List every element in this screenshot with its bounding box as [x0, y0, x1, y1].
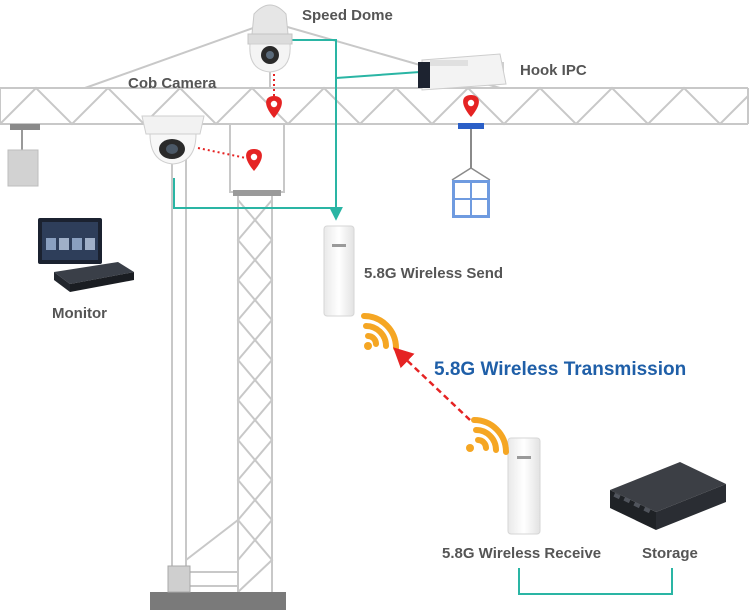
hook-ipc-camera: [418, 53, 507, 91]
location-pin-icon: [463, 95, 479, 117]
wifi-signal-icon: [361, 313, 399, 351]
monitor-label: Monitor: [52, 305, 107, 322]
counterweight: [7, 124, 40, 187]
speed-dome-camera: [247, 4, 293, 73]
wireless-arrow: [393, 347, 471, 421]
wireless-send-device: [323, 225, 355, 317]
storage-label: Storage: [642, 545, 698, 562]
location-pin-icon: [246, 149, 262, 171]
monitor-device: [38, 218, 134, 292]
cab-base: [233, 190, 281, 196]
speed-dome-label: Speed Dome: [302, 7, 393, 24]
storage-device: [610, 462, 726, 530]
hook-ipc-label: Hook IPC: [520, 62, 587, 79]
ground-base: [150, 592, 286, 610]
mast-foot: [167, 565, 191, 593]
wireless-send-label: 5.8G Wireless Send: [364, 265, 503, 282]
wired-links: [173, 39, 673, 595]
cob-camera-label: Cob Camera: [128, 75, 217, 92]
cob-camera: [141, 115, 205, 165]
wireless-transmission-label: 5.8G Wireless Transmission: [434, 359, 686, 380]
wireless-receive-device: [507, 437, 541, 535]
wifi-signal-icon: [466, 417, 509, 455]
wireless-receive-label: 5.8G Wireless Receive: [442, 545, 601, 562]
location-pin-icon: [266, 96, 282, 118]
hook-load: [451, 123, 491, 218]
